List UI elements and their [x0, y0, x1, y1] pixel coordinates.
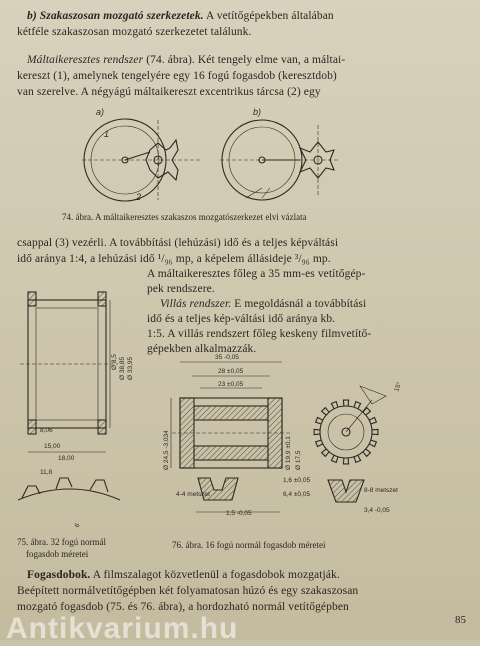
fig76-dim-label-23: 23 ±0,05 — [218, 381, 244, 388]
fogasdobok-paragraph-line-2: Beépített normálvetítőgépben két folyama… — [17, 585, 359, 597]
gear-tooth — [314, 416, 324, 425]
figure-75-caption-line-1: 75. ábra. 32 fogú normál — [17, 537, 106, 547]
fig75-flange-top-right — [97, 291, 107, 307]
fogasdobok-paragraph-line-1: Fogasdobok. A filmszalagot közvetlenül a… — [27, 569, 340, 581]
gear-tooth — [353, 400, 362, 410]
fig76-section-8-8 — [327, 479, 365, 503]
maltese-paragraph-line-1: Máltaikeresztes rendszer (74. ábra). Két… — [27, 54, 346, 66]
fig75-dim-5: 15,00 — [44, 443, 61, 450]
fig76-dim-label-34: 3,4 -0,05 — [364, 507, 390, 514]
fig75-flange-bottom-left — [27, 419, 37, 435]
fig75-dim-3: Ø 33,95 — [127, 356, 134, 380]
watermark-logo: Antikvarium.hu — [6, 612, 239, 645]
gear-tooth — [342, 457, 350, 465]
fig76-dim-label-angle: 15° — [392, 380, 403, 392]
figure-75-caption-line-2: fogasdob méretei — [26, 549, 89, 559]
fig76-gear-inner — [327, 413, 365, 451]
section-b-paragraph-line-1: b) Szakaszosan mozgató szerkezetek. A ve… — [27, 10, 334, 22]
gear-tooth — [313, 428, 321, 436]
maltese-paragraph-line-3: van szerelve. A négyágú máltaikereszt ex… — [17, 86, 321, 98]
gear-tooth — [362, 448, 372, 458]
fig75-dim-6: 18,00 — [58, 455, 75, 462]
paragraph-2-line-2: idő aránya 1:4, a lehúzási idő ¹/₉₆ mp, … — [17, 253, 331, 265]
fig76-hub-bottom — [193, 445, 269, 461]
gear-tooth — [368, 416, 378, 425]
fig75-dim-8: 6 — [74, 522, 82, 529]
fig76-dim-label-16: 1,6 ±0,05 — [283, 477, 310, 484]
fig74-part-1: 1 — [104, 129, 109, 139]
fig74a-crank — [124, 151, 151, 161]
fig75-dim-2: Ø 38,85 — [119, 356, 126, 380]
fig74b-leader-2 — [261, 187, 271, 199]
fig76-gear-rim — [319, 405, 373, 459]
fig76-angle-leader — [345, 399, 373, 433]
fig74b-maltese-cross — [298, 141, 335, 179]
villas-paragraph-line-2: idő és a teljes kép-váltási idő aránya k… — [147, 313, 336, 325]
paragraph-2-line-1: csappal (3) vezérli. A továbbítási (lehú… — [17, 237, 339, 249]
gear-tooth — [320, 406, 330, 416]
section-b-paragraph-line-2: kétféle szakaszosan mozgató szerkezetet … — [17, 26, 252, 38]
fig76-gear-teeth — [313, 399, 379, 465]
fig76-dim-label-d2: Ø 19,9 ±0,1 — [285, 436, 292, 470]
fig75-tooth-arc — [17, 488, 121, 501]
fig76-dim-label-64: 6,4 ±0,05 — [283, 491, 310, 498]
fogasdobok-title: Fogasdobok. — [27, 569, 91, 581]
villas-paragraph-line-4: gépekben alkalmazzák. — [147, 343, 257, 355]
gear-tooth — [368, 439, 378, 448]
fig74b-leader-1 — [245, 187, 263, 199]
fig76-dim-label-section-8: 8-8 metszet — [364, 487, 398, 494]
fig75-dim-1: Ø 8,5 — [111, 354, 118, 370]
paragraph-2-line-4: pek rendszere. — [147, 283, 215, 295]
fig74-label-b: b) — [253, 107, 261, 117]
villas-paragraph-line-3: 1:5. A villás rendszert főleg keskeny fi… — [147, 328, 372, 340]
fig75-dim-7: 11,8 — [40, 469, 53, 476]
maltese-title: Máltaikeresztes rendszer — [27, 54, 144, 66]
fig76-hub-top — [193, 405, 269, 421]
fig76-dim-label-d3: Ø 17,5 — [295, 450, 302, 470]
fig74b-crank-hub — [258, 156, 266, 164]
villas-paragraph-line-1: Villás rendszer. E megoldásnál a továbbí… — [160, 298, 367, 310]
fig75-teeth — [21, 477, 109, 499]
fig74-label-a: a) — [96, 107, 104, 117]
fig76-gear-hub — [341, 427, 351, 437]
fig75-flange-top-left — [27, 291, 37, 307]
fig74-part-2: 2 — [135, 192, 141, 202]
fig75-flange-bottom-right — [97, 419, 107, 435]
fig74a-cross-hub — [153, 155, 163, 165]
gear-tooth — [314, 439, 324, 448]
fig74a-crank-hub — [121, 156, 129, 164]
fig76-dim-label-section-4: 4-4 metszet — [176, 491, 210, 498]
fig76-dim-label-35: 35 -0,05 — [215, 354, 239, 361]
fogasdobok-paragraph-line-3: mozgató fogasdob (75. és 76. ábra), a ho… — [17, 601, 349, 613]
gear-tooth — [330, 400, 339, 410]
fig76-dim-label-15: 1,5 -0,05 — [226, 510, 252, 517]
fig75-dim-4: 8,06 — [40, 427, 53, 434]
fig76-section-4-4 — [197, 477, 239, 501]
paragraph-2-line-3: A máltaikeresztes főleg a 35 mm-es vetít… — [147, 268, 366, 280]
gear-tooth — [320, 448, 330, 458]
fig76-angle-marker — [359, 385, 387, 405]
fig76-dim-label-28: 28 ±0,05 — [218, 368, 244, 375]
fig74a-maltese-cross — [145, 138, 179, 182]
fig74b-cross-hub — [313, 155, 323, 165]
section-b-heading: b) Szakaszosan mozgató szerkezetek. — [27, 10, 204, 22]
villas-title: Villás rendszer. — [160, 298, 232, 310]
gear-tooth — [342, 399, 350, 407]
gear-tooth — [353, 454, 362, 464]
figure-76-caption: 76. ábra. 16 fogú normál fogasdob mérete… — [172, 540, 326, 550]
figure-74-caption: 74. ábra. A máltaikeresztes szakaszos mo… — [62, 212, 307, 222]
figure-74-diagram: a) b) 1 2 — [82, 107, 340, 202]
gear-tooth — [371, 428, 379, 436]
maltese-paragraph-line-2: kereszt (1), amelynek tengelyére egy 16 … — [17, 70, 337, 82]
fig76-dim-label-d1: Ø 24,5 -3,034 — [163, 430, 170, 470]
gear-tooth — [330, 454, 339, 464]
page-number: 85 — [455, 614, 466, 626]
gear-tooth — [362, 406, 372, 416]
